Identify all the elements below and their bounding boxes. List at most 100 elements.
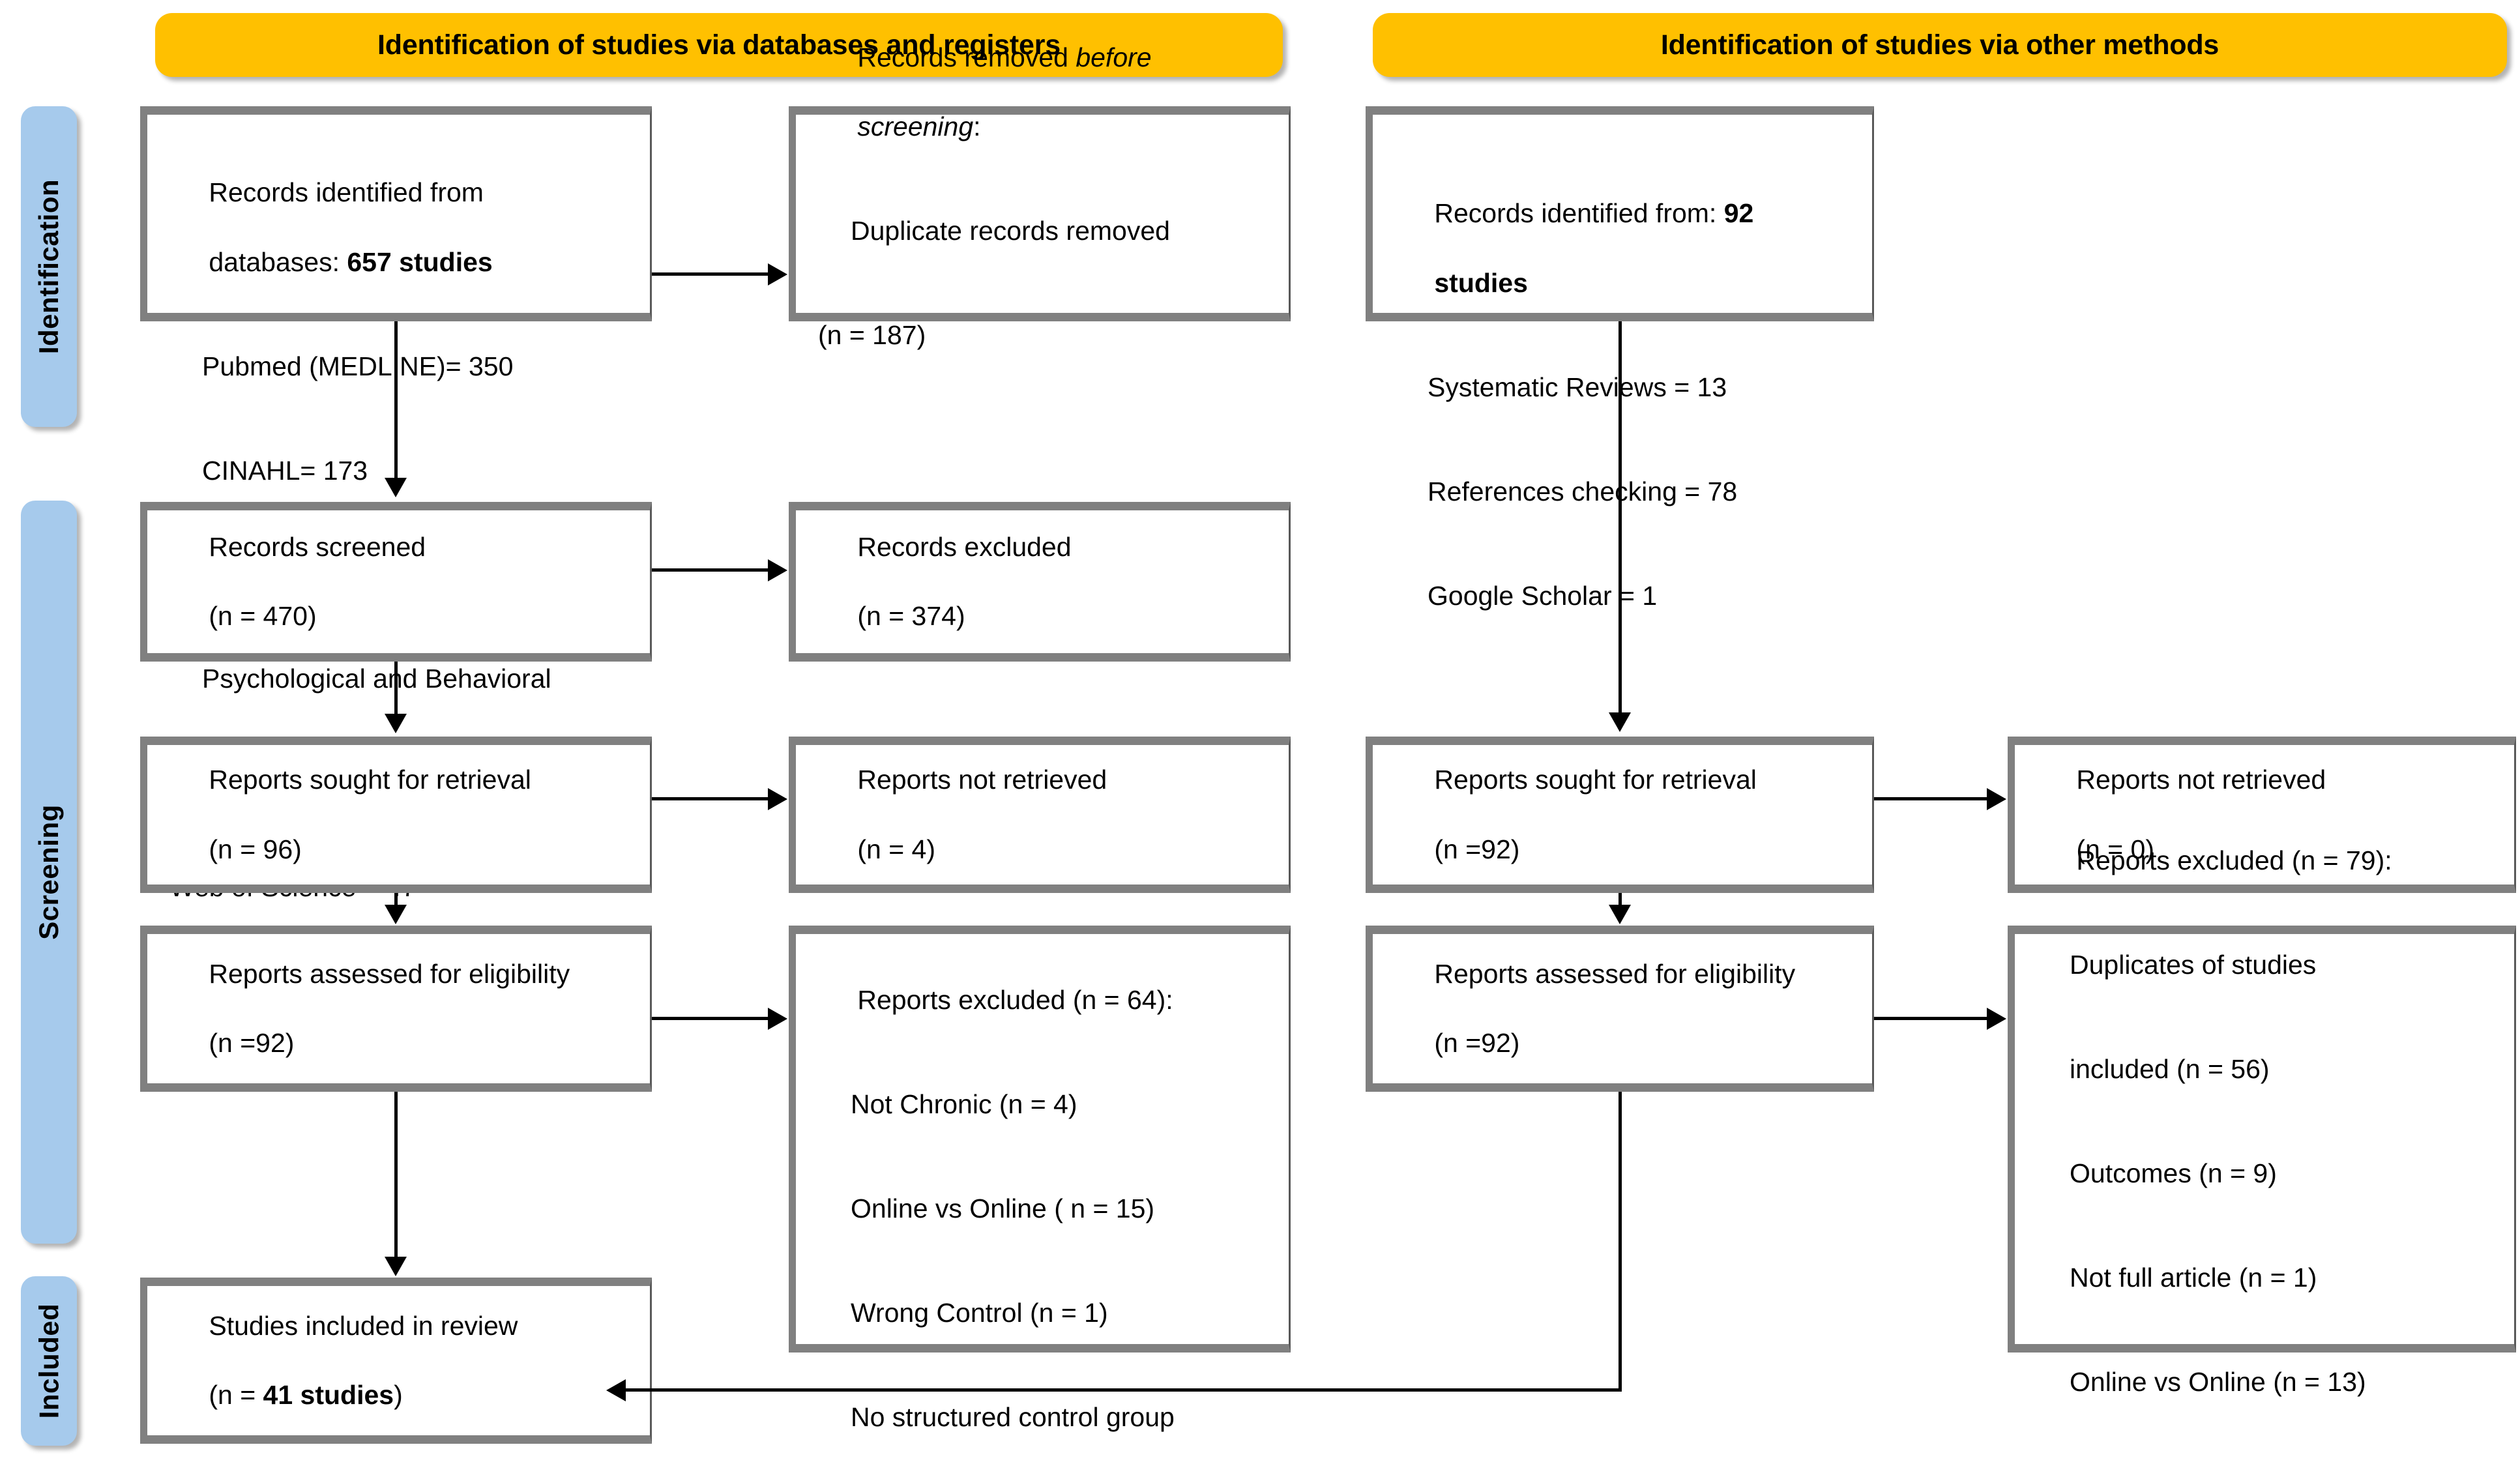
reports-sought-left-line2: (n = 96) [209, 834, 302, 864]
box-reports-excluded-right: Reports excluded (n = 79): Duplicates of… [2008, 845, 2516, 1397]
box-studies-included: Studies included in review (n = 41 studi… [140, 1278, 652, 1444]
reports-not-retrieved-right-line2: (n = 0) [2076, 834, 2154, 864]
box-reports-assessed-right: Reports assessed for eligibility (n =92) [1366, 926, 1874, 1092]
studies-included-count: 41 studies [263, 1380, 394, 1411]
connector-screened-to-sought [394, 662, 398, 714]
reports-excluded-right-item-0: Duplicates of studies [2070, 950, 2317, 980]
records-identified-count: 657 studies [347, 246, 493, 277]
records-screened-line2: (n = 470) [209, 601, 317, 632]
reports-not-retrieved-right-line1: Reports not retrieved [2076, 765, 2326, 795]
connector-right-assessed-down-to-bottom [1619, 1092, 1622, 1392]
records-identified-other-text: Records identified from: 92 studies Syst… [1373, 162, 1872, 682]
box-records-excluded: Records excluded (n = 374) [789, 502, 1291, 662]
rail-included: Included [21, 1276, 77, 1446]
reports-sought-right-text: Reports sought for retrieval (n =92) [1373, 728, 1872, 901]
reports-assessed-left-line1: Reports assessed for eligibility [209, 958, 570, 989]
records-identified-line1: Records identified from [209, 177, 484, 208]
arrow-sought-to-not-retrieved-right [1987, 788, 2006, 810]
connector-assessed-to-included [394, 1092, 398, 1258]
arrow-right-bottom-to-included [606, 1379, 626, 1401]
reports-not-retrieved-left-line2: (n = 4) [857, 834, 935, 864]
arrow-identified-to-removed [768, 263, 787, 285]
reports-not-retrieved-left-line1: Reports not retrieved [857, 765, 1107, 795]
reports-excluded-left-item-1: Online vs Online ( n = 15) [851, 1193, 1155, 1224]
connector-screened-to-excluded [652, 568, 769, 572]
reports-sought-left-line1: Reports sought for retrieval [209, 765, 531, 795]
rail-included-label: Included [33, 1303, 64, 1419]
records-identified-other-item-0: Systematic Reviews = 13 [1428, 372, 1727, 402]
banner-other-methods-label: Identification of studies via other meth… [1660, 29, 2220, 61]
banner-other-methods: Identification of studies via other meth… [1373, 13, 2507, 77]
reports-excluded-left-item-0: Not Chronic (n = 4) [851, 1089, 1077, 1120]
connector-sought-to-not-retrieved-left [652, 797, 769, 800]
studies-included-suffix: ) [394, 1380, 403, 1411]
records-identified-line2-prefix: databases: [209, 246, 347, 277]
reports-excluded-right-item-4: Online vs Online (n = 13) [2070, 1366, 2366, 1397]
records-identified-other-item-1: References checking = 78 [1428, 476, 1738, 506]
records-removed-text: Records removed before screening: Duplic… [796, 5, 1289, 422]
studies-included-line1: Studies included in review [209, 1310, 518, 1341]
arrow-other-to-sought-right [1609, 712, 1631, 732]
reports-assessed-left-line2: (n =92) [209, 1028, 295, 1059]
connector-assessed-to-excluded-right [1874, 1017, 1988, 1020]
box-records-identified-databases: Records identified from databases: 657 s… [140, 106, 652, 902]
arrow-assessed-to-excluded-right [1987, 1008, 2006, 1030]
connector-right-bottom-to-included [624, 1388, 1620, 1392]
arrow-screened-to-excluded [768, 559, 787, 581]
reports-sought-right-line1: Reports sought for retrieval [1434, 765, 1757, 795]
reports-excluded-right-item-2: Outcomes (n = 9) [2070, 1158, 2277, 1189]
reports-excluded-left-item-2: Wrong Control (n = 1) [851, 1297, 1108, 1328]
records-removed-screening-italic: screening [857, 111, 974, 142]
reports-excluded-left-heading: Reports excluded (n = 64): [857, 985, 1173, 1016]
reports-excluded-right-item-3: Not full article (n = 1) [2070, 1263, 2317, 1293]
reports-not-retrieved-left-text: Reports not retrieved (n = 4) [796, 728, 1289, 901]
records-identified-other-item-2: Google Scholar = 1 [1428, 580, 1658, 611]
records-removed-item-1: (n = 187) [818, 319, 926, 350]
connector-identified-to-removed [652, 272, 769, 276]
connector-sought-to-assessed-right [1619, 893, 1622, 906]
box-reports-not-retrieved-left: Reports not retrieved (n = 4) [789, 737, 1291, 893]
reports-assessed-right-line2: (n =92) [1434, 1028, 1520, 1059]
records-screened-text: Records screened (n = 470) [147, 495, 650, 668]
records-excluded-line2: (n = 374) [857, 601, 965, 632]
reports-assessed-right-line1: Reports assessed for eligibility [1434, 958, 1796, 989]
arrow-screened-to-sought [385, 714, 407, 733]
studies-included-text: Studies included in review (n = 41 studi… [147, 1274, 650, 1447]
records-identified-other-studies-word: studies [1434, 267, 1528, 298]
arrow-sought-to-assessed-left [385, 905, 407, 924]
reports-sought-left-text: Reports sought for retrieval (n = 96) [147, 728, 650, 901]
records-excluded-line1: Records excluded [857, 531, 1072, 562]
records-identified-other-prefix: Records identified from: [1434, 198, 1724, 229]
box-records-identified-other: Records identified from: 92 studies Syst… [1366, 106, 1874, 611]
records-identified-other-count: 92 [1723, 198, 1754, 229]
studies-included-prefix: (n = [209, 1380, 263, 1411]
connector-other-to-sought-right [1619, 321, 1622, 712]
records-identified-item-0: Pubmed (MEDLINE)= 350 [202, 351, 514, 381]
arrow-identified-to-screened [385, 478, 407, 497]
box-reports-sought-left: Reports sought for retrieval (n = 96) [140, 737, 652, 893]
reports-assessed-left-text: Reports assessed for eligibility (n =92) [147, 922, 650, 1095]
reports-sought-right-line2: (n =92) [1434, 834, 1520, 864]
banner-databases-registers: Identification of studies via databases … [155, 13, 1283, 77]
connector-assessed-to-excluded-left [652, 1017, 769, 1020]
connector-sought-to-not-retrieved-right [1874, 797, 1988, 800]
box-records-removed-before-screening: Records removed before screening: Duplic… [789, 42, 1291, 350]
rail-identification-label: Identification [33, 179, 64, 355]
rail-screening-label: Screening [33, 804, 65, 940]
arrow-sought-to-not-retrieved-left [768, 788, 787, 810]
connector-identified-to-screened [394, 321, 398, 478]
box-reports-not-retrieved-right: Reports not retrieved (n = 0) [2008, 737, 2516, 893]
records-removed-item-0: Duplicate records removed [851, 216, 1170, 246]
reports-excluded-right-item-1: included (n = 56) [2070, 1054, 2270, 1085]
banner-databases-label: Identification of studies via databases … [377, 29, 1061, 61]
box-reports-excluded-left: Reports excluded (n = 64): Not Chronic (… [789, 926, 1291, 1432]
reports-excluded-left-text: Reports excluded (n = 64): Not Chronic (… [796, 948, 1289, 1477]
box-records-screened: Records screened (n = 470) [140, 502, 652, 662]
records-removed-before-italic: before [1076, 42, 1152, 72]
arrow-sought-to-assessed-right [1609, 905, 1631, 924]
arrow-assessed-to-excluded-left [768, 1008, 787, 1030]
records-removed-colon: : [973, 111, 981, 142]
connector-sought-to-assessed-left [394, 893, 398, 906]
records-identified-item-3: Psychological and Behavioral [202, 664, 551, 694]
records-removed-line1-prefix: Records removed [857, 42, 1076, 72]
